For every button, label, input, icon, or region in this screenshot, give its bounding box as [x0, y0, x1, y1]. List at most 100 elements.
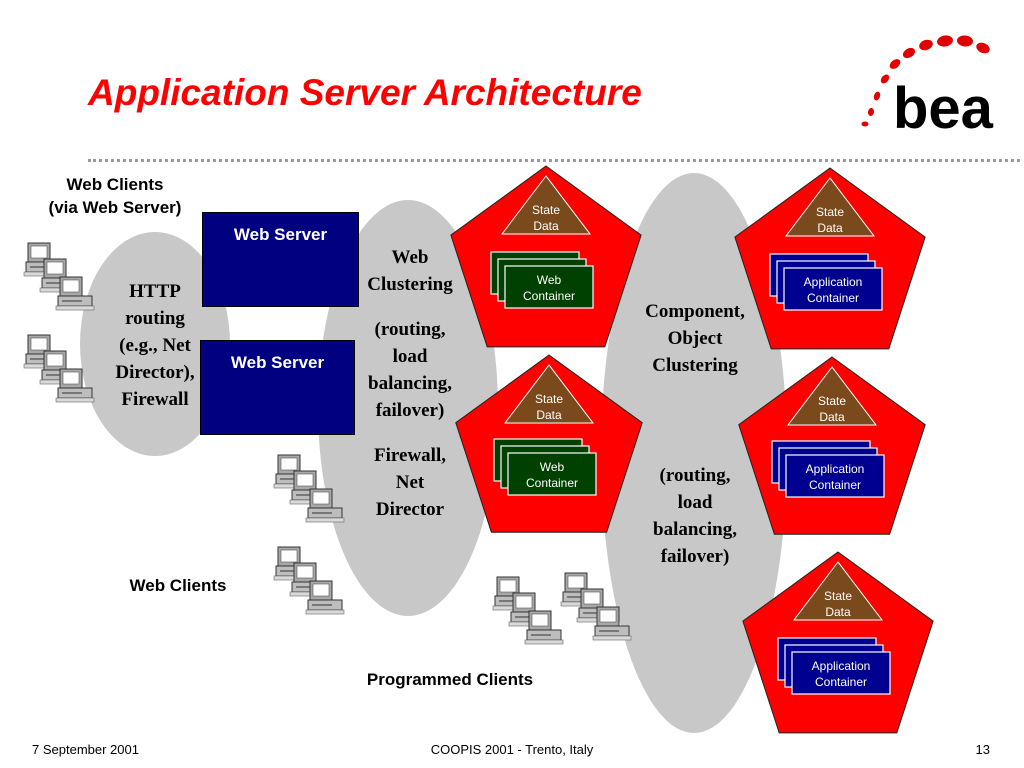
- footer-page-number: 13: [975, 742, 990, 757]
- computer-icon: [592, 606, 632, 641]
- container-label: Container: [809, 478, 861, 492]
- computer-icon: [560, 572, 600, 607]
- http-routing-line: HTTP: [129, 281, 181, 302]
- computer-icon: [273, 546, 313, 581]
- http-routing-line: Firewall: [121, 389, 189, 410]
- state-data-label: Data: [533, 219, 559, 233]
- web-clustering-ellipse: [318, 200, 498, 616]
- component-clustering-line: balancing,: [653, 519, 737, 540]
- computer-icon: [273, 454, 313, 489]
- http-routing-line: routing: [125, 308, 185, 329]
- component-clustering-line: load: [677, 492, 713, 513]
- client-cluster: [560, 572, 632, 641]
- state-data-triangle: [786, 366, 878, 426]
- web-clustering-line: balancing,: [368, 373, 452, 394]
- footer-date: 7 September 2001: [32, 742, 139, 757]
- web-clients-top-line1: Web Clients: [66, 175, 164, 194]
- container-label: Application: [812, 659, 871, 673]
- container-label: Container: [815, 675, 867, 689]
- component-clustering-line: (routing,: [659, 465, 731, 486]
- state-data-triangle: [784, 177, 876, 237]
- container-stack-layer: [504, 265, 594, 309]
- web-clustering-line: [345, 298, 475, 316]
- http-routing-label: HTTP routing (e.g., Net Director), Firew…: [95, 278, 215, 413]
- component-clustering-line: Object: [667, 328, 723, 349]
- container-stack-layer: [791, 651, 891, 695]
- web-server-label: Web Server: [230, 353, 325, 372]
- web-clustering-line: Net: [395, 472, 425, 493]
- web-clustering-line: Clustering: [367, 274, 453, 295]
- web-clients-top-line2: (via Web Server): [48, 198, 182, 217]
- server-pentagons: StateDataWebContainerStateDataWebContain…: [450, 165, 934, 734]
- client-computers: [23, 242, 632, 645]
- web-clustering-line: failover): [375, 400, 445, 421]
- container-label: Web: [537, 273, 562, 287]
- container-label: Container: [526, 476, 578, 490]
- state-data-label: State: [532, 203, 560, 217]
- computer-icon: [289, 470, 329, 505]
- http-routing-ellipse: [80, 232, 230, 456]
- state-data-label: State: [824, 589, 852, 603]
- computer-icon: [55, 368, 95, 403]
- computer-icon: [524, 610, 564, 645]
- container-label: Container: [807, 291, 859, 305]
- state-data-label: Data: [536, 408, 562, 422]
- web-clients-label: Web Clients: [129, 576, 227, 595]
- http-routing-line: (e.g., Net: [119, 335, 191, 356]
- computer-icon: [576, 588, 616, 623]
- web-server-box-1: Web Server: [202, 212, 359, 307]
- state-data-triangle: [500, 175, 592, 235]
- state-data-label: State: [816, 205, 844, 219]
- container-stack-layer: [507, 452, 597, 496]
- web-clustering-line: (routing,: [374, 319, 446, 340]
- state-data-label: State: [535, 392, 563, 406]
- web-clustering-line: load: [392, 346, 428, 367]
- container-label: Container: [523, 289, 575, 303]
- page-title: Application Server Architecture: [88, 72, 642, 113]
- computer-icon: [55, 276, 95, 311]
- component-clustering-line: Clustering: [652, 355, 738, 376]
- client-cluster: [23, 334, 95, 403]
- computer-icon: [305, 580, 345, 615]
- web-clustering-line: Director: [375, 499, 445, 520]
- container-label: Application: [804, 275, 863, 289]
- component-failover-label: (routing, load balancing, failover): [630, 462, 760, 570]
- component-clustering-line: Component,: [645, 301, 745, 322]
- state-data-label: Data: [819, 410, 845, 424]
- web-clustering-label: Web Clustering (routing, load balancing,…: [345, 244, 475, 523]
- http-routing-line: Director),: [115, 362, 195, 383]
- container-stack-layer: [785, 454, 885, 498]
- title-divider: [88, 159, 1020, 162]
- client-cluster: [273, 546, 345, 615]
- client-cluster: [23, 242, 95, 311]
- state-data-triangle: [503, 364, 595, 424]
- component-clustering-line: failover): [660, 546, 730, 567]
- web-clustering-line: Web: [391, 247, 429, 268]
- container-label: Web: [540, 460, 565, 474]
- web-server-label: Web Server: [233, 225, 328, 244]
- footer-venue: COOPIS 2001 - Trento, Italy: [430, 742, 594, 757]
- state-data-triangle: [792, 561, 884, 621]
- component-clustering-label: Component, Object Clustering: [630, 298, 760, 379]
- computer-icon: [23, 334, 63, 369]
- component-clustering-ellipse: [601, 173, 787, 733]
- container-label: Application: [806, 462, 865, 476]
- state-data-label: State: [818, 394, 846, 408]
- client-cluster: [273, 454, 345, 523]
- container-stack-layer: [783, 267, 883, 311]
- state-data-label: Data: [825, 605, 851, 619]
- computer-icon: [305, 488, 345, 523]
- state-data-label: Data: [817, 221, 843, 235]
- web-clustering-line: Firewall,: [374, 445, 446, 466]
- web-clustering-line: [345, 424, 475, 442]
- web-clients-via-web-server-label: Web Clients (via Web Server): [20, 173, 210, 219]
- computer-icon: [23, 242, 63, 277]
- bea-logo: bea: [861, 35, 994, 134]
- web-server-box-2: Web Server: [200, 340, 355, 435]
